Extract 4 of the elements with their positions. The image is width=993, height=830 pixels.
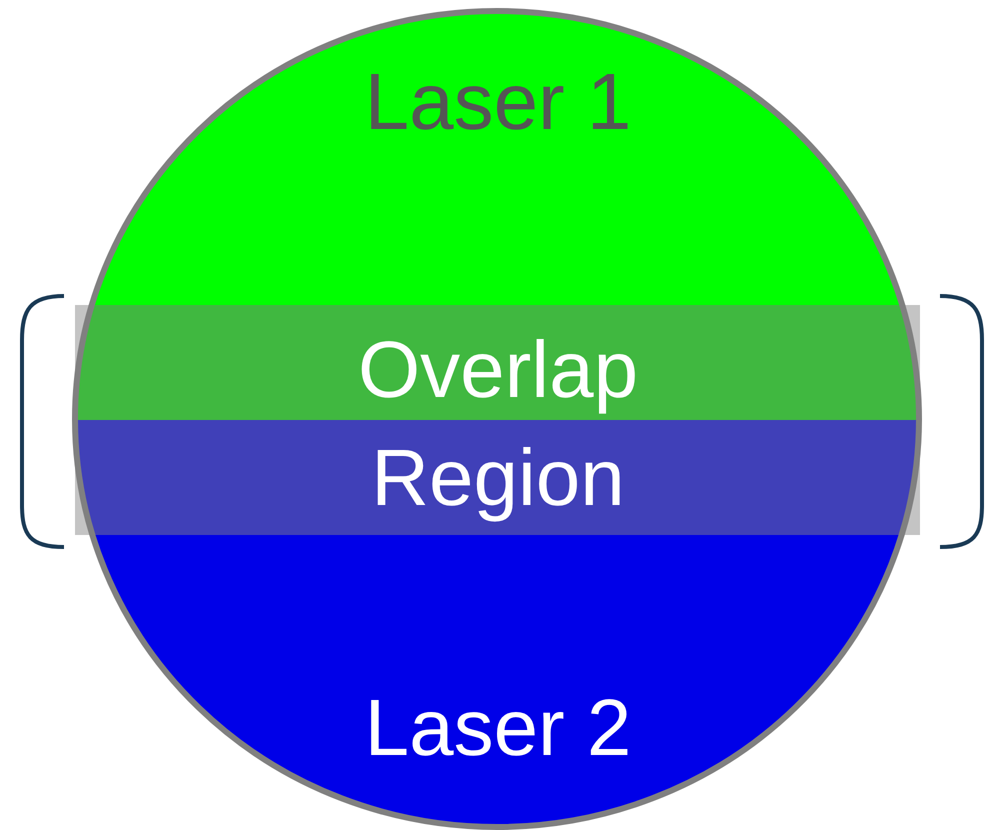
beam-region [72, 420, 924, 535]
region-label: Laser 2 [364, 688, 632, 768]
beam-region [72, 305, 924, 420]
region-label: Laser 1 [364, 62, 632, 142]
